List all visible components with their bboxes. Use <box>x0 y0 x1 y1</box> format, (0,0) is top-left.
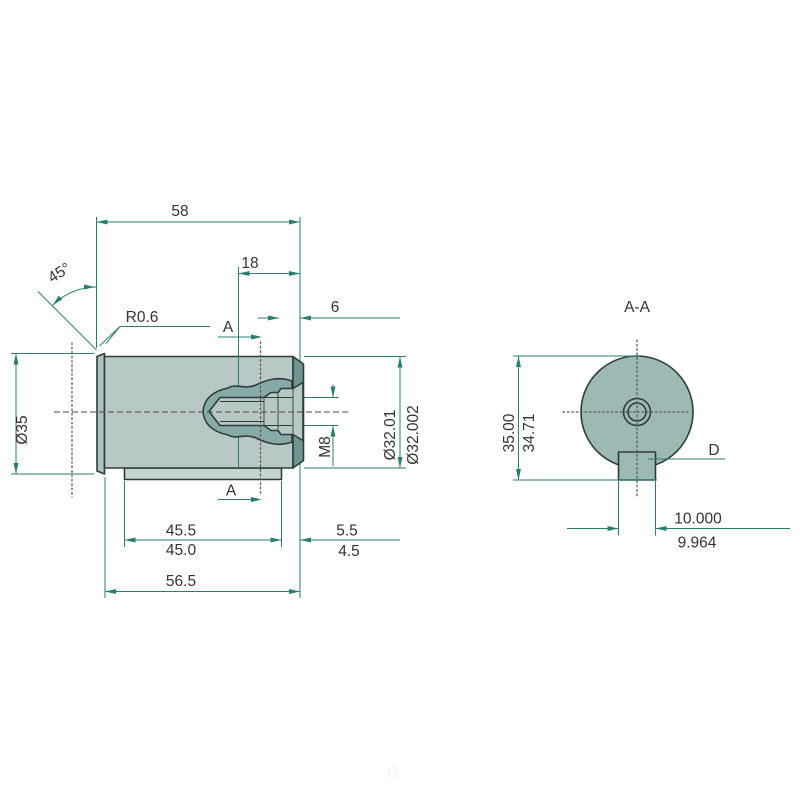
shaft-flat-side <box>123 467 283 481</box>
dim-34-71-label: 34.71 <box>521 414 538 453</box>
section-view-dimensions: 35.00 34.71 D 10.000 9.964 <box>501 355 790 552</box>
dim-6-label: 6 <box>331 299 340 316</box>
shaft-flange <box>96 352 106 475</box>
dim-4-5-label: 4.5 <box>338 543 360 560</box>
dim-9-964-label: 9.964 <box>678 535 717 552</box>
dim-45-5-label: 45.5 <box>166 523 196 540</box>
watermark: G <box>387 764 399 782</box>
dia-32-01-label: Ø32.01 <box>382 410 399 461</box>
dia-32-002-label: Ø32.002 <box>405 405 422 464</box>
dim-5-5-label: 5.5 <box>336 523 358 540</box>
chamfer-angle-label: 45° <box>45 260 74 287</box>
watermark-g-logo: G <box>387 764 399 782</box>
dia-flange-label: Ø35 <box>14 415 31 444</box>
fillet-radius-label: R0.6 <box>126 309 159 326</box>
section-label-bottom: A <box>226 483 237 500</box>
section-view: A-A 35.00 34.71 D 10.000 <box>501 299 790 552</box>
flat-d-label: D <box>708 442 719 459</box>
dim-58-label: 58 <box>171 203 188 220</box>
part-geometry <box>96 267 305 481</box>
dim-35-00-label: 35.00 <box>501 413 518 452</box>
section-view-title: A-A <box>624 299 651 316</box>
side-view: Ø35 58 18 6 45° <box>11 203 422 598</box>
section-label-top: A <box>223 319 234 336</box>
dim-10-000-label: 10.000 <box>674 511 722 528</box>
dim-45-0-label: 45.0 <box>166 542 197 559</box>
dim-18-label: 18 <box>241 255 258 272</box>
side-view-dimensions: Ø35 58 18 6 45° <box>11 203 422 598</box>
dim-56-5-label: 56.5 <box>166 573 196 590</box>
thread-m8-label: M8 <box>317 436 334 458</box>
